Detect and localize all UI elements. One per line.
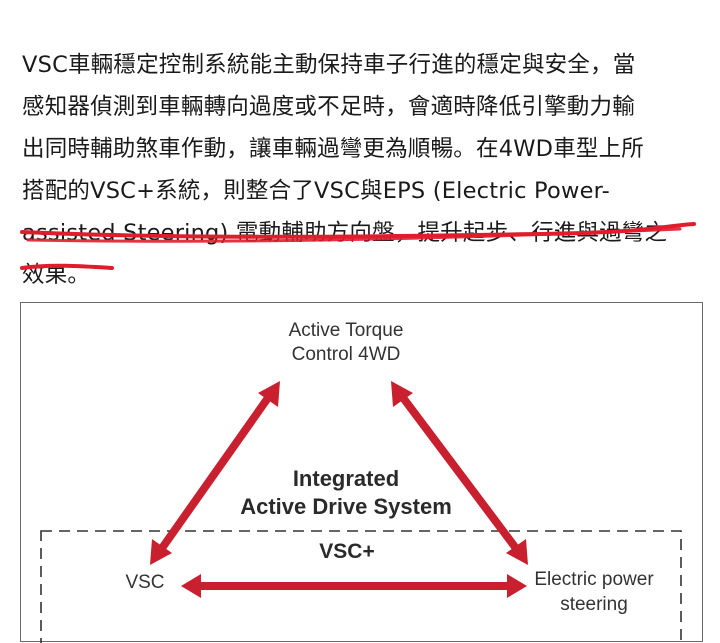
article-line-3: 出同時輔助煞車作動，讓車輛過彎更為順暢。在4WD車型上所 [22, 136, 644, 162]
node-electric-power-steering: Electric power steering [534, 569, 654, 615]
arrow-vsc-to-eps [181, 574, 527, 598]
article-line-4: 搭配的VSC+系統，則整合了VSC與EPS (Electric Power- [22, 178, 610, 204]
vsc-plus-boundary [40, 530, 682, 643]
article-line-5: assisted Steering) 電動輔助方向盤，提升起步、行進與過彎之 [22, 220, 668, 246]
node-vsc: VSC [125, 572, 165, 593]
diagram-figure: Active Torque Control 4WD Integrated Act… [20, 302, 703, 643]
arrow-atc-to-eps [391, 381, 528, 565]
article-line-2: 感知器偵測到車輛轉向過度或不足時，會適時降低引擎動力輸 [22, 94, 635, 120]
node-active-torque-control: Active Torque Control 4WD [288, 320, 404, 365]
arrow-vsc-to-atc [150, 381, 280, 565]
diagram-center-title: Integrated Active Drive System [240, 466, 452, 519]
article-paragraph: VSC車輛穩定控制系統能主動保持車子行進的穩定與安全，當 感知器偵測到車輛轉向過… [22, 44, 712, 296]
article-line-6: 效果。 [22, 262, 91, 288]
article-line-1: VSC車輛穩定控制系統能主動保持車子行進的穩定與安全，當 [22, 52, 636, 78]
subsystem-label-vsc-plus: VSC+ [319, 540, 375, 563]
diagram-canvas [40, 381, 682, 643]
